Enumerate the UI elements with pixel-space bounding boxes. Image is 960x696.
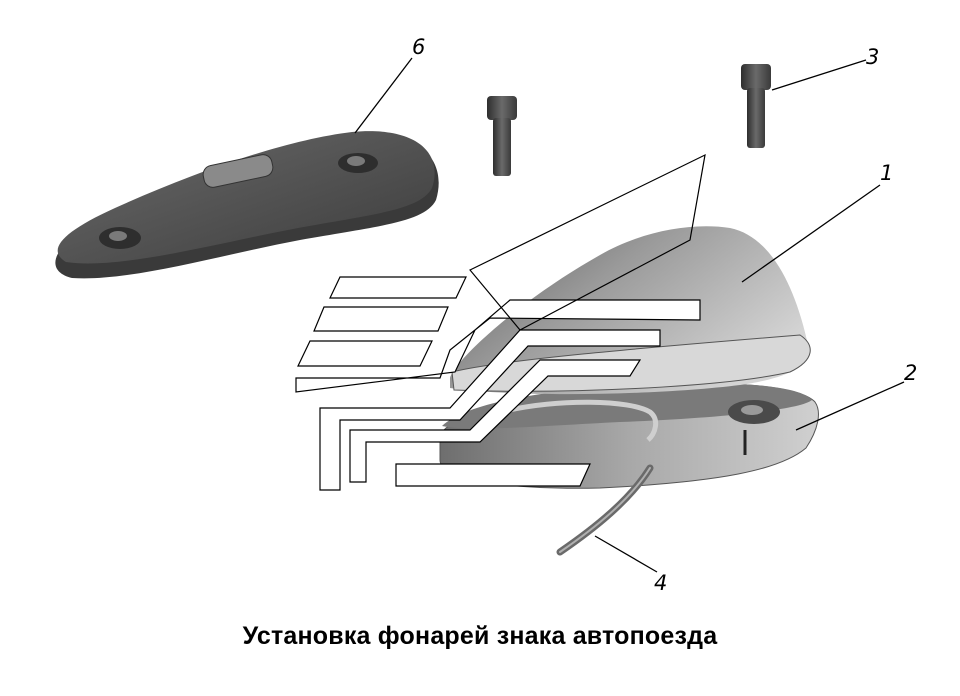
leader-3 xyxy=(771,59,867,91)
callout-3: 3 xyxy=(866,45,879,69)
mounting-plate-part-6 xyxy=(55,131,439,279)
inner-wire xyxy=(499,399,659,442)
cable-highlight xyxy=(559,467,651,553)
bolt-left xyxy=(487,96,517,176)
callout-4: 4 xyxy=(654,571,667,595)
bolt-part-3 xyxy=(741,64,771,148)
leader-lines xyxy=(354,57,905,573)
leader-1 xyxy=(741,184,881,283)
leader-2 xyxy=(795,381,905,431)
reflector-symbol xyxy=(295,153,706,491)
callout-2: 2 xyxy=(904,361,917,385)
callout-6: 6 xyxy=(412,35,425,59)
leader-6 xyxy=(354,57,413,134)
leader-4 xyxy=(594,535,658,573)
callout-1: 1 xyxy=(880,161,893,185)
figure-caption: Установка фонарей знака автопоезда xyxy=(242,622,718,650)
